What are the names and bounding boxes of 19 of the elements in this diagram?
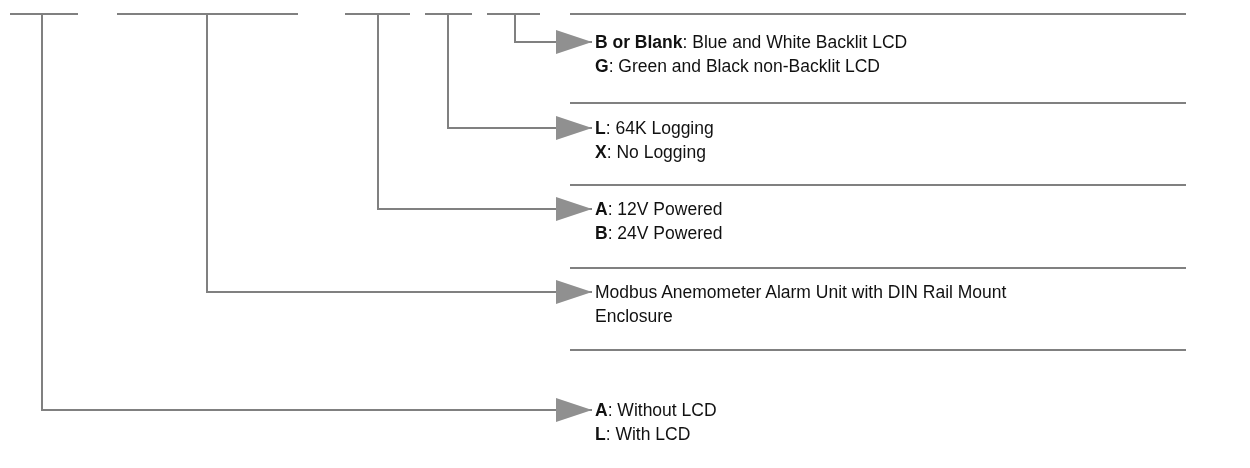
arrow bbox=[514, 14, 593, 54]
option-text: B: 24V Powered bbox=[595, 222, 724, 245]
option-text: A: 12V Powered bbox=[595, 198, 724, 221]
fill-in-line bbox=[487, 13, 540, 15]
arrow bbox=[41, 14, 593, 422]
fill-in-line bbox=[345, 13, 410, 15]
fill-in-line bbox=[10, 13, 78, 15]
option-text: Modbus Anemometer Alarm Unit with DIN Rail Mount Enclosure bbox=[595, 281, 1008, 328]
fill-in-line bbox=[425, 13, 472, 15]
arrow bbox=[377, 14, 593, 221]
option-text: L: With LCD bbox=[595, 423, 692, 446]
option-text: B or Blank: Blue and White Backlit LCD bbox=[595, 31, 909, 54]
option-text: A: Without LCD bbox=[595, 399, 718, 422]
fill-in-line bbox=[117, 13, 298, 15]
option-text: L: 64K Logging bbox=[595, 117, 715, 140]
option-text: G: Green and Black non-Backlit LCD bbox=[595, 55, 881, 78]
arrow bbox=[447, 14, 593, 140]
arrow bbox=[206, 14, 593, 304]
option-text: X: No Logging bbox=[595, 141, 707, 164]
